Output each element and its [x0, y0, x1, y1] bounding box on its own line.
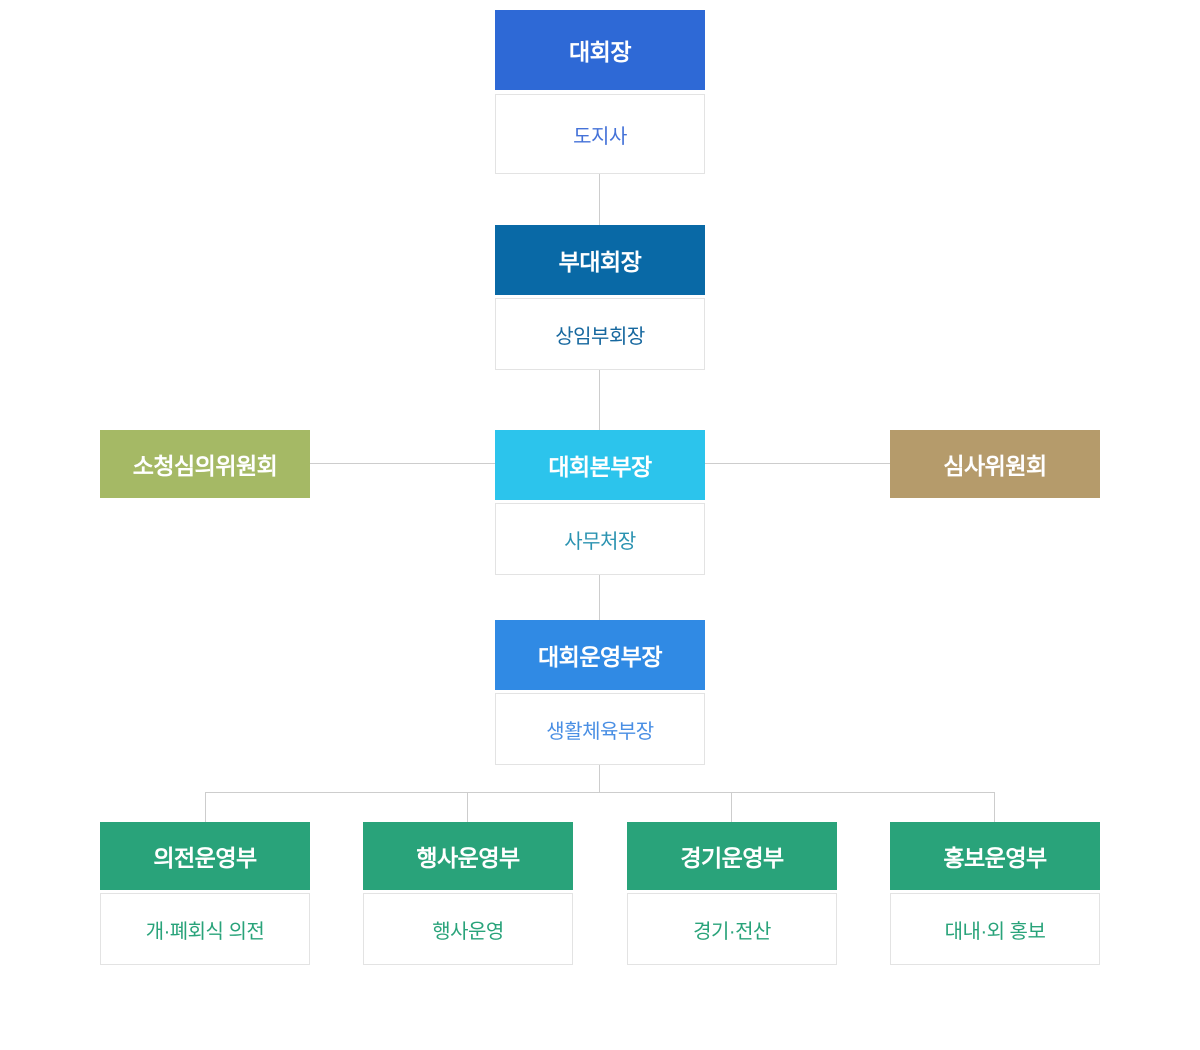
connector-branch-horizontal — [205, 792, 995, 793]
connector-stub-dept-3 — [731, 792, 732, 822]
org-box-dept-events: 행사운영부 — [363, 822, 573, 890]
connector-hq-to-operations — [599, 575, 600, 620]
connector-stub-dept-1 — [205, 792, 206, 822]
connector-hq-to-judging — [705, 463, 890, 464]
org-box-appeal-committee: 소청심의위원회 — [100, 430, 310, 498]
connector-stub-dept-4 — [994, 792, 995, 822]
org-sub-chairman: 도지사 — [495, 94, 705, 174]
org-sub-dept-competition: 경기·전산 — [627, 893, 837, 965]
org-box-chairman: 대회장 — [495, 10, 705, 90]
org-sub-hq-director: 사무처장 — [495, 503, 705, 575]
org-sub-vice-chairman: 상임부회장 — [495, 298, 705, 370]
org-box-dept-protocol: 의전운영부 — [100, 822, 310, 890]
connector-appeal-to-hq — [310, 463, 495, 464]
connector-operations-to-branch — [599, 765, 600, 793]
org-box-dept-publicity: 홍보운영부 — [890, 822, 1100, 890]
connector-chairman-to-vice — [599, 174, 600, 225]
org-box-dept-competition: 경기운영부 — [627, 822, 837, 890]
connector-vice-to-hq — [599, 370, 600, 430]
org-sub-operations-director: 생활체육부장 — [495, 693, 705, 765]
org-box-vice-chairman: 부대회장 — [495, 225, 705, 295]
org-sub-dept-protocol: 개·폐회식 의전 — [100, 893, 310, 965]
connector-stub-dept-2 — [467, 792, 468, 822]
org-box-operations-director: 대회운영부장 — [495, 620, 705, 690]
org-sub-dept-events: 행사운영 — [363, 893, 573, 965]
org-box-judging-committee: 심사위원회 — [890, 430, 1100, 498]
org-sub-dept-publicity: 대내·외 홍보 — [890, 893, 1100, 965]
org-box-hq-director: 대회본부장 — [495, 430, 705, 500]
